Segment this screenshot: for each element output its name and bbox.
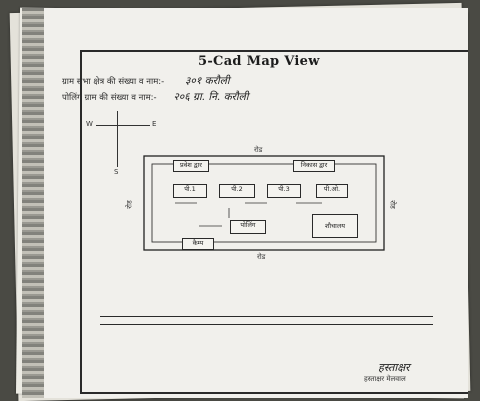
inner-boundary (151, 163, 377, 243)
site-diagram (143, 155, 385, 251)
info-line-1: ग्राम सभा क्षेत्र की संख्या व नाम:- ३०१ … (62, 74, 230, 88)
page-title: 5-Cad Map View (198, 54, 320, 69)
toilet-box: शौचालय (312, 214, 358, 238)
compass-horizontal (96, 125, 150, 126)
room-3-box: पी.3 (267, 184, 301, 198)
compass-west: W (86, 120, 93, 128)
outer-boundary (143, 155, 385, 251)
room-2-box: पी.2 (219, 184, 255, 198)
binding-edge (22, 8, 44, 398)
signature-caption: हस्ताक्षर मेलवाल (364, 375, 406, 383)
bottom-line-2 (100, 324, 433, 325)
camp-box: कैम्प (182, 238, 214, 250)
compass-south: S (114, 168, 119, 176)
top-road-label: रोड (254, 146, 263, 154)
info-line-1-value: ३०१ करौली (184, 75, 230, 87)
room-4-box: पी.ओ. (316, 184, 348, 198)
left-road-label: रोड (125, 200, 134, 209)
polling-box: पोलिंग (230, 220, 266, 234)
info-line-2-value: २०६ ग्रा. नि. करौली (173, 91, 249, 103)
page-border (80, 50, 468, 394)
signature: हस्ताक्षर (378, 361, 410, 374)
info-line-2-label: पोलिंग ग्राम की संख्या व नाम:- (62, 93, 157, 103)
exit-box: निकास द्वार (293, 160, 335, 172)
info-line-1-label: ग्राम सभा क्षेत्र की संख्या व नाम:- (62, 77, 165, 87)
entrance-box: प्रवेश द्वार (173, 160, 209, 172)
compass-east: E (152, 120, 157, 128)
right-road-label: रोड (388, 200, 397, 209)
room-1-box: पी.1 (173, 184, 207, 198)
compass-vertical (117, 111, 118, 167)
info-line-2: पोलिंग ग्राम की संख्या व नाम:- २०६ ग्रा.… (62, 90, 249, 104)
bottom-line-1 (100, 316, 433, 317)
document-page: 5-Cad Map View ग्राम सभा क्षेत्र की संख्… (22, 8, 468, 398)
bottom-road-label: रोड (257, 253, 266, 261)
